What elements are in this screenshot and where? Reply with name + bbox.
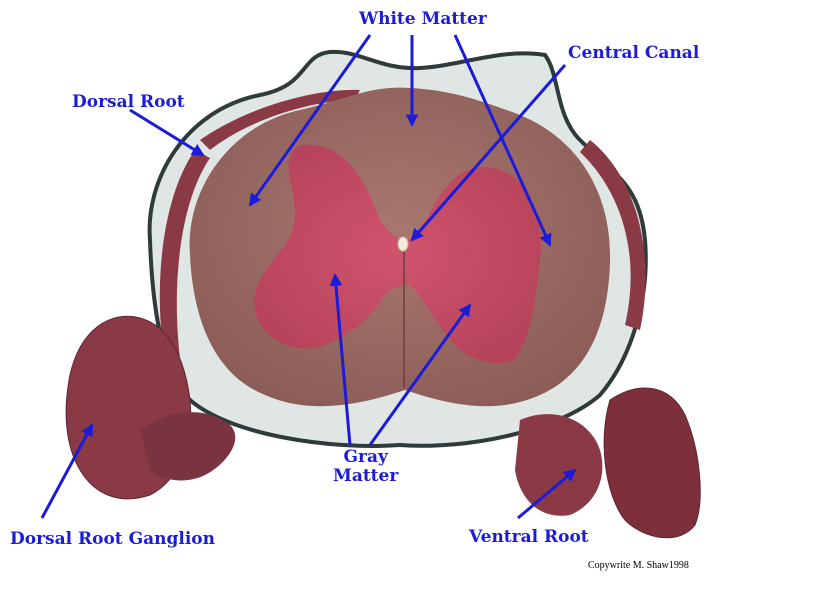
arrow-icon: [410, 64, 567, 242]
label-white-matter: White Matter: [359, 9, 487, 29]
dorsal-root-left-strip: [159, 150, 210, 392]
central-canal: [397, 236, 409, 252]
arrow-icon: [517, 468, 577, 520]
ventral-root-tissue: [515, 414, 603, 516]
ganglion-left-extension: [140, 412, 236, 481]
arrow-icon: [40, 423, 94, 519]
arrow-icon: [368, 303, 472, 446]
arrow-icon: [248, 34, 372, 207]
label-gray-matter: Gray Matter: [333, 448, 398, 485]
dorsal-root-right-strip: [580, 140, 646, 330]
label-dorsal-root: Dorsal Root: [72, 92, 185, 112]
label-dorsal-root-ganglion: Dorsal Root Ganglion: [10, 529, 215, 549]
copyright-text: Copywrite M. Shaw1998: [588, 560, 689, 571]
label-gray-matter-line2: Matter: [333, 465, 399, 486]
label-gray-matter-line1: Gray: [343, 447, 388, 467]
label-ventral-root: Ventral Root: [469, 527, 589, 547]
arrow-icon: [129, 108, 205, 157]
label-central-canal: Central Canal: [568, 43, 700, 63]
ventral-root-lobe-right: [603, 387, 701, 539]
arrow-icon: [453, 34, 552, 247]
dorsal-root-top-strip: [200, 89, 360, 150]
arrow-icon: [329, 273, 352, 446]
arrows: [40, 34, 577, 520]
